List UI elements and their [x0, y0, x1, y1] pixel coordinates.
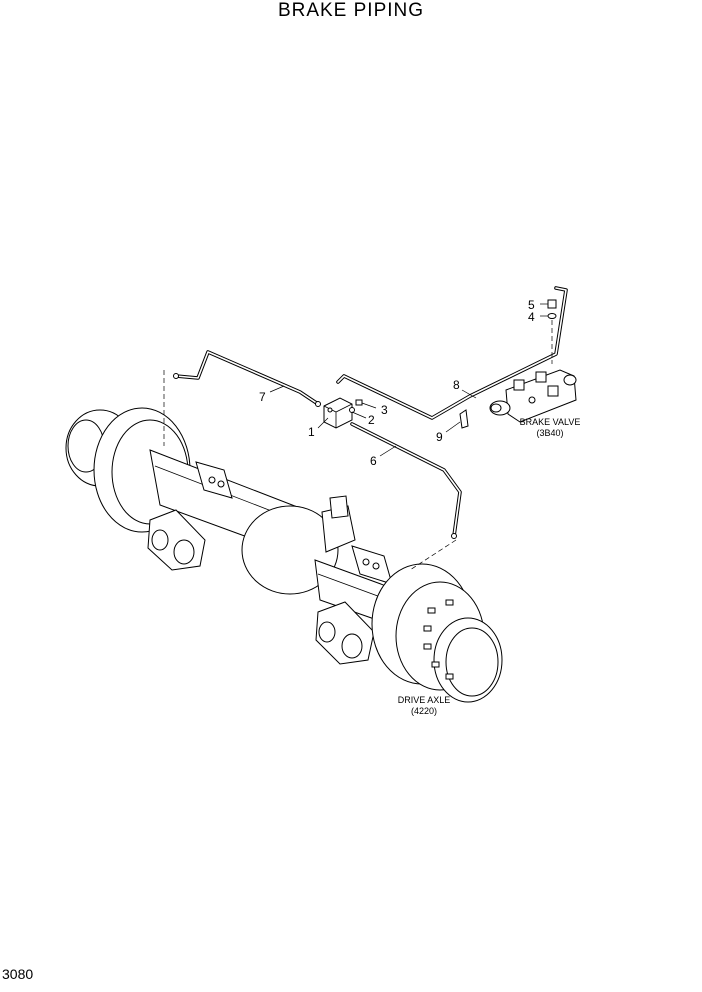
page-number: 3080: [2, 966, 34, 982]
connection-lines: [163, 320, 553, 571]
brake-pipes: [173, 286, 568, 539]
page-title: BRAKE PIPING: [277, 0, 425, 21]
brake-valve-ref: (3B40): [536, 428, 563, 438]
callout-6: 6: [370, 454, 377, 468]
callout-1: 1: [308, 425, 315, 439]
drive-axle-label: DRIVE AXLE: [398, 695, 451, 705]
callout-7: 7: [259, 390, 266, 404]
callout-2: 2: [368, 413, 375, 427]
callout-3: 3: [381, 403, 388, 417]
drive-axle: [65, 407, 503, 703]
callout-5: 5: [528, 298, 535, 312]
pipe-clip: [459, 409, 469, 429]
callout-9: 9: [436, 430, 443, 444]
callout-8: 8: [453, 378, 460, 392]
brake-valve-label: BRAKE VALVE: [520, 417, 581, 427]
callout-4: 4: [528, 310, 535, 324]
leader-lines: [269, 303, 548, 457]
callout-numbers: 1 2 3 4 5 6 7 8 9: [259, 298, 535, 468]
brake-valve: [489, 369, 577, 423]
assembly-captions: BRAKE VALVE (3B40) DRIVE AXLE (4220): [398, 417, 581, 716]
junction-block: [323, 397, 363, 429]
drive-axle-ref: (4220): [411, 706, 437, 716]
fitting-and-oring: [547, 299, 557, 319]
